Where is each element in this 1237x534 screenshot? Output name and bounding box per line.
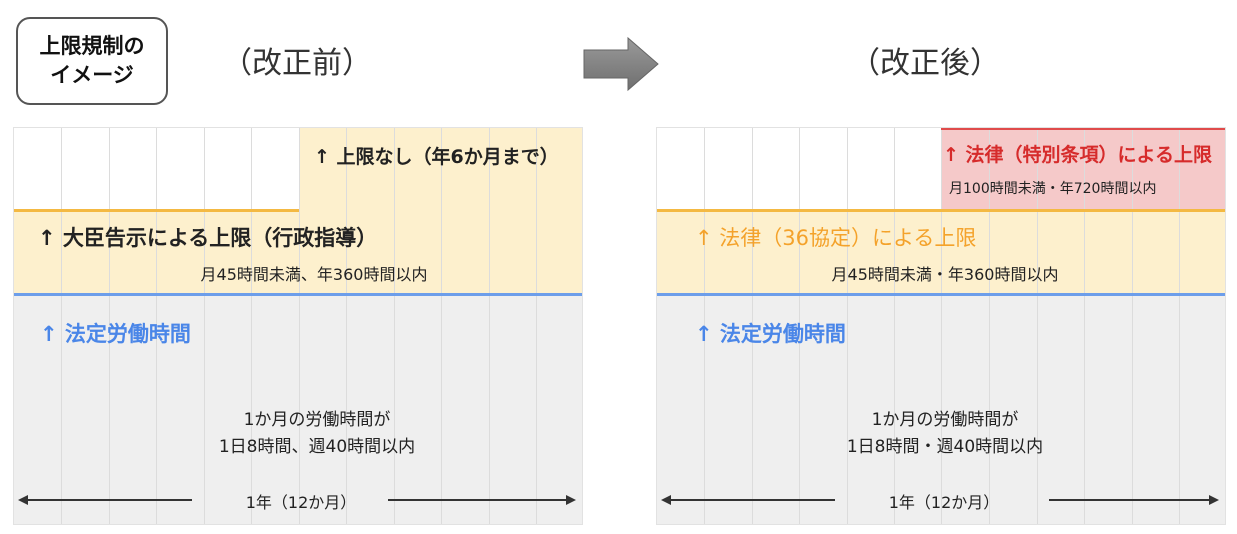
before-diagram: ↑ 上限なし（年6か月まで） ↑ 大臣告示による上限（行政指導） 月45時間未満… <box>13 127 583 525</box>
after-middle-limit-label: ↑ 法律（36協定）による上限 <box>695 226 977 250</box>
badge-line-2: イメージ <box>50 63 134 87</box>
before-statutory-line <box>14 293 582 296</box>
after-middle-detail: 月45時間未満・年360時間以内 <box>831 265 1059 284</box>
after-36-agreement-line <box>657 209 1225 212</box>
before-statutory-detail-2: 1日8時間、週40時間以内 <box>218 437 416 457</box>
after-period-arrow-left-icon <box>661 495 671 505</box>
after-period-line-left <box>669 499 835 501</box>
after-special-clause-line <box>941 128 1225 130</box>
after-top-detail: 月100時間未満・年720時間以内 <box>949 181 1157 197</box>
before-statutory-label: ↑ 法定労働時間 <box>40 322 191 346</box>
before-period-label: 1年（12か月） <box>245 493 357 512</box>
after-statutory-line <box>657 293 1225 296</box>
before-header: （改正前） <box>222 46 372 81</box>
before-middle-detail: 月45時間未満、年360時間以内 <box>200 265 428 284</box>
before-middle-limit-label: ↑ 大臣告示による上限（行政指導） <box>38 226 378 250</box>
before-period-arrow-left-icon <box>18 495 28 505</box>
transition-arrow-icon <box>583 36 659 92</box>
before-period-arrow-right-icon <box>566 495 576 505</box>
before-period-line-right <box>388 499 566 501</box>
before-top-limit-label: ↑ 上限なし（年6か月まで） <box>314 146 559 168</box>
before-statutory-detail-1: 1か月の労働時間が <box>243 410 391 430</box>
after-statutory-label: ↑ 法定労働時間 <box>695 322 846 346</box>
image-badge: 上限規制の イメージ <box>16 17 168 105</box>
after-period-line-right <box>1049 499 1209 501</box>
after-diagram: ↑ 法律（特別条項）による上限 月100時間未満・年720時間以内 ↑ 法律（3… <box>656 127 1226 525</box>
after-period-arrow-right-icon <box>1209 495 1219 505</box>
after-top-limit-label: ↑ 法律（特別条項）による上限 <box>943 144 1212 166</box>
after-statutory-detail-2: 1日8時間・週40時間以内 <box>846 437 1044 457</box>
after-statutory-detail-1: 1か月の労働時間が <box>871 410 1019 430</box>
after-special-clause-band <box>941 128 1225 210</box>
before-period-line-left <box>26 499 192 501</box>
badge-line-1: 上限規制の <box>39 34 145 58</box>
after-header: （改正後） <box>850 46 1000 81</box>
before-guideline-line <box>14 209 299 212</box>
after-period-label: 1年（12か月） <box>888 493 1000 512</box>
before-guideline-band <box>14 210 582 294</box>
